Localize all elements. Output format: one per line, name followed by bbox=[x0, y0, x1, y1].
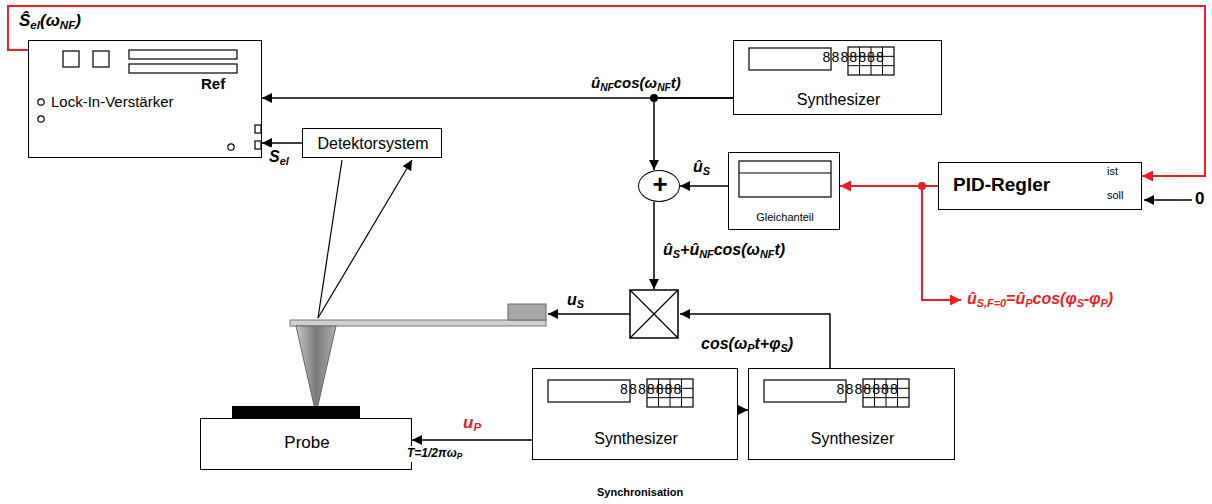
subscript: P bbox=[473, 421, 481, 433]
node-text: ist bbox=[1107, 165, 1118, 178]
subscript: NF bbox=[760, 248, 775, 260]
subscript: NF bbox=[699, 248, 714, 260]
subscript: el bbox=[30, 19, 40, 31]
cantilever-beam bbox=[290, 320, 546, 326]
signal-name: Ref bbox=[200, 75, 226, 93]
signal-name: ûS+ûNFcos(ωNFt) bbox=[662, 240, 786, 261]
subscript: S bbox=[577, 298, 584, 310]
mixer-symbol bbox=[630, 290, 678, 338]
signal-name: Sel bbox=[268, 147, 290, 168]
setpoint-value: 0 bbox=[1194, 189, 1205, 209]
subscript: S bbox=[703, 165, 710, 177]
signal-connector bbox=[738, 409, 748, 411]
signal-name: ûNFcos(ωNFt) bbox=[590, 74, 682, 94]
subscript: P bbox=[1101, 297, 1108, 309]
node-title: Gleichanteil bbox=[729, 211, 841, 224]
node-title: 8888888 bbox=[749, 50, 958, 67]
subscript: P bbox=[457, 452, 462, 461]
subscript: S bbox=[673, 248, 680, 260]
front-button bbox=[93, 51, 109, 67]
laser-beam bbox=[318, 160, 412, 318]
signal-wire bbox=[548, 313, 630, 315]
node-title: 8888888 bbox=[764, 382, 971, 399]
synthesizer: 8888888Synthesizer bbox=[733, 40, 942, 115]
signal-connector bbox=[8, 6, 1205, 176]
front-knob bbox=[228, 144, 234, 150]
signal-name: ûS bbox=[692, 157, 711, 178]
signal-wire bbox=[680, 314, 830, 368]
display-frame bbox=[749, 48, 831, 70]
node-title: Lock-In-Verstärker bbox=[51, 93, 174, 111]
node-title: Probe bbox=[201, 433, 413, 453]
signal-name: T=1/2πωP bbox=[406, 446, 463, 462]
front-knob bbox=[38, 116, 44, 122]
signal-connector bbox=[412, 439, 532, 441]
lock-in-amplifier: Lock-In-Verstärker bbox=[28, 40, 262, 158]
laser-beam bbox=[318, 160, 342, 318]
note: Synchronisation bbox=[596, 486, 684, 499]
signal-name: Ŝel(ωNF) bbox=[18, 11, 82, 33]
mixer-cross bbox=[630, 290, 678, 338]
input-jack bbox=[255, 125, 261, 133]
display-panel bbox=[739, 161, 831, 197]
synthesizer: 8888888Synthesizer bbox=[532, 368, 738, 460]
detector-box: Detektorsystem bbox=[302, 128, 442, 158]
signal-name: uS bbox=[566, 290, 585, 311]
subscript: NF bbox=[60, 19, 75, 31]
panel-line bbox=[739, 172, 831, 173]
subscript: NF bbox=[657, 82, 671, 93]
front-knob bbox=[38, 99, 44, 105]
front-button bbox=[63, 51, 79, 67]
signal-name: cos(ωPt+φS) bbox=[700, 334, 794, 355]
subscript: el bbox=[280, 155, 289, 167]
node-text: Synthesizer bbox=[749, 429, 956, 448]
signal-connector bbox=[262, 142, 302, 144]
node-text: Synthesizer bbox=[533, 429, 739, 448]
sample-layer bbox=[232, 406, 360, 418]
dc-offset-box: Gleichanteil bbox=[728, 152, 840, 230]
node-title: PID-Regler bbox=[953, 174, 1050, 197]
subscript: S bbox=[780, 342, 787, 354]
synthesizer: 8888888Synthesizer bbox=[748, 368, 955, 460]
signal-name: ûS,F=0=ûPcos(φS-φP) bbox=[966, 289, 1114, 310]
cantilever-tip bbox=[296, 326, 336, 414]
display-frame bbox=[548, 380, 630, 402]
sample-box: Probe bbox=[200, 418, 412, 470]
subscript: P bbox=[747, 342, 754, 354]
signal-wire bbox=[653, 202, 655, 289]
signal-connector bbox=[680, 185, 728, 187]
front-slot bbox=[129, 50, 237, 59]
summing-junction: + bbox=[638, 170, 680, 202]
cantilever-chip bbox=[508, 304, 546, 320]
signal-name: uP bbox=[462, 413, 482, 435]
subscript: S,F=0 bbox=[977, 297, 1006, 309]
node-text: Synthesizer bbox=[734, 90, 943, 109]
node-title: Detektorsystem bbox=[303, 134, 443, 153]
pid-controller: PID-Regler ist soll bbox=[938, 162, 1142, 210]
subscript: P bbox=[1025, 297, 1032, 309]
setpoint-wire bbox=[1144, 199, 1192, 201]
input-jack bbox=[255, 141, 261, 149]
front-slot bbox=[129, 64, 237, 73]
node-title: 8888888 bbox=[548, 382, 754, 399]
display-frame bbox=[764, 380, 846, 402]
node-text: soll bbox=[1107, 189, 1124, 202]
subscript: NF bbox=[600, 82, 614, 93]
signal-connector bbox=[840, 185, 938, 187]
node-title: + bbox=[639, 170, 681, 199]
subscript: S bbox=[1077, 297, 1084, 309]
mixer-cross bbox=[630, 290, 678, 338]
